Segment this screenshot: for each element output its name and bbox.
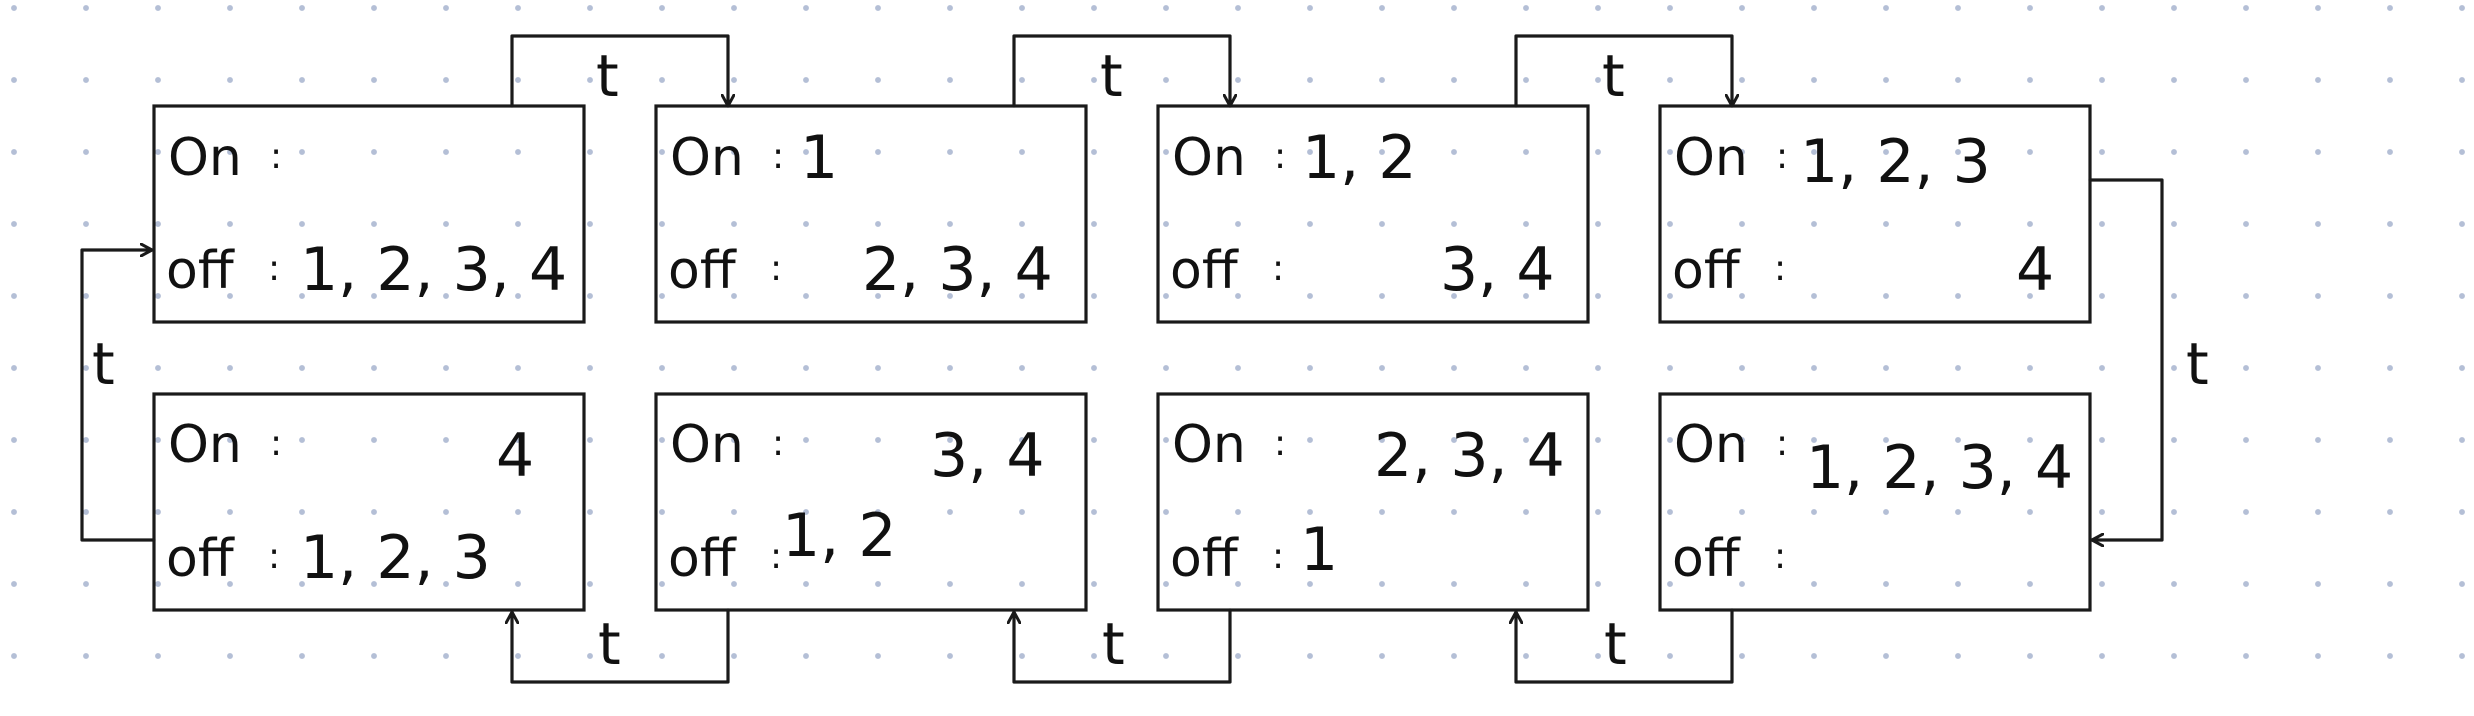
off-separator: : [268, 248, 280, 289]
transition-6-to-7: t [512, 608, 730, 684]
off-label: off [1672, 241, 1741, 301]
state-box-2: On : 1, 2 off : 3, 4 [1156, 104, 1590, 324]
off-label: off [166, 241, 235, 301]
off-separator: : [1272, 248, 1284, 289]
transition-0-to-1: t [510, 34, 728, 110]
on-separator: : [1274, 423, 1286, 464]
transition-2-to-3: t [1514, 34, 1732, 110]
transition-5-to-6: t [1014, 608, 1232, 684]
transition-label: t [1604, 610, 1627, 678]
off-label: off [166, 529, 235, 589]
on-values: 1, 2, 3 [1800, 127, 1991, 197]
on-separator: : [1274, 136, 1286, 177]
on-label: On [1674, 415, 1748, 475]
transition-label: t [1100, 42, 1123, 110]
on-values: 1 [800, 123, 838, 193]
on-separator: : [1776, 423, 1788, 464]
state-box-1: On : 1 off : 2, 3, 4 [654, 104, 1088, 324]
state-box-3: On : 1, 2, 3 off : 4 [1658, 104, 2092, 324]
on-separator: : [772, 423, 784, 464]
off-values: 4 [2016, 235, 2054, 305]
off-values: 1, 2, 3 [300, 523, 491, 593]
off-label: off [668, 529, 737, 589]
transition-1-to-2: t [1012, 34, 1230, 110]
off-label: off [1672, 529, 1741, 589]
off-separator: : [770, 536, 782, 577]
on-label: On [168, 415, 242, 475]
on-values: 3, 4 [930, 421, 1045, 491]
off-separator: : [268, 536, 280, 577]
transition-label: t [596, 42, 619, 110]
on-separator: : [772, 136, 784, 177]
on-values: 1, 2, 3, 4 [1806, 433, 2073, 503]
transition-label: t [2186, 330, 2209, 398]
transition-4-to-5: t [1516, 608, 1734, 684]
state-box-7: On : 4 off : 1, 2, 3 [152, 392, 586, 612]
on-values: 1, 2 [1302, 123, 1417, 193]
transition-3-to-4: t [2088, 178, 2209, 540]
on-separator: : [270, 136, 282, 177]
on-label: On [168, 128, 242, 188]
on-label: On [1172, 128, 1246, 188]
on-label: On [670, 128, 744, 188]
state-box-5: On : 2, 3, 4 off : 1 [1156, 392, 1590, 612]
on-separator: : [270, 423, 282, 464]
on-separator: : [1776, 136, 1788, 177]
transition-label: t [92, 330, 115, 398]
on-label: On [670, 415, 744, 475]
off-label: off [1170, 529, 1239, 589]
off-separator: : [770, 248, 782, 289]
state-box-4: On : 1, 2, 3, 4 off : [1658, 392, 2092, 612]
off-separator: : [1774, 536, 1786, 577]
off-separator: : [1774, 248, 1786, 289]
off-label: off [1170, 241, 1239, 301]
off-values: 3, 4 [1440, 235, 1555, 305]
off-values: 1, 2 [782, 501, 897, 571]
on-label: On [1674, 128, 1748, 188]
transition-label: t [1102, 610, 1125, 678]
transition-label: t [1602, 42, 1625, 110]
on-values: 4 [496, 421, 534, 491]
off-separator: : [1272, 536, 1284, 577]
state-box-6: On : 3, 4 off : 1, 2 [654, 392, 1088, 612]
on-label: On [1172, 415, 1246, 475]
off-values: 1 [1300, 515, 1338, 585]
state-box-0: On : off : 1, 2, 3, 4 [152, 104, 586, 324]
off-label: off [668, 241, 737, 301]
transition-label: t [598, 610, 621, 678]
transition-7-to-0: t [80, 250, 156, 542]
on-values: 2, 3, 4 [1374, 421, 1565, 491]
off-values: 2, 3, 4 [862, 235, 1053, 305]
off-values: 1, 2, 3, 4 [300, 235, 567, 305]
